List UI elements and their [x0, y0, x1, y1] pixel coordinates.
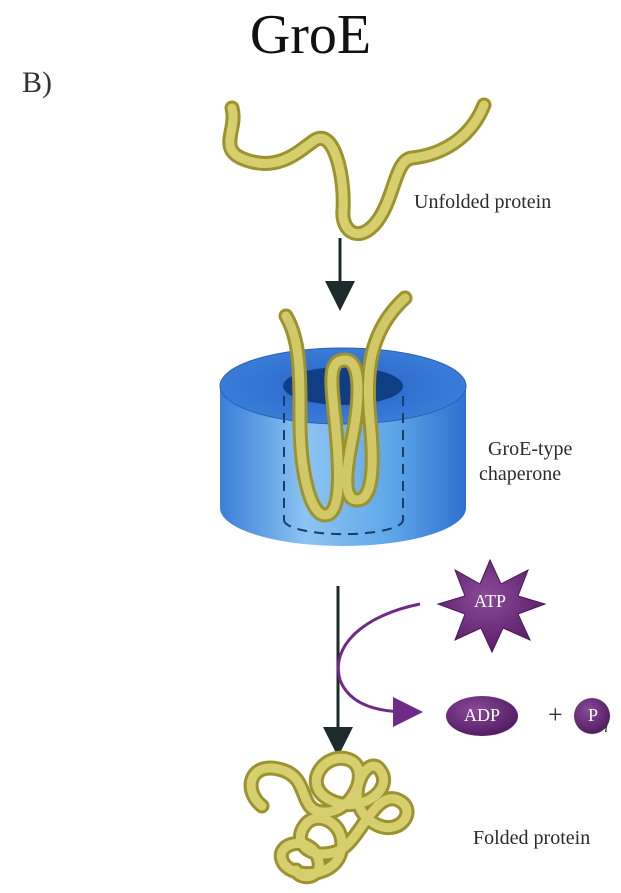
adp-label: ADP	[447, 704, 517, 726]
phosphate-subscript: i	[604, 719, 608, 737]
folded-protein	[251, 758, 407, 877]
unfolded-protein	[230, 105, 484, 234]
plus-sign: +	[548, 700, 563, 730]
atp-label: ATP	[450, 590, 530, 612]
atp-hydrolysis-arrow	[338, 604, 420, 712]
label-chaperone-line2: chaperone	[479, 462, 561, 486]
label-unfolded-protein: Unfolded protein	[414, 190, 551, 214]
label-chaperone-line1: GroE-type	[488, 437, 572, 461]
label-folded-protein: Folded protein	[473, 826, 590, 850]
phosphate-label: P	[580, 704, 606, 726]
